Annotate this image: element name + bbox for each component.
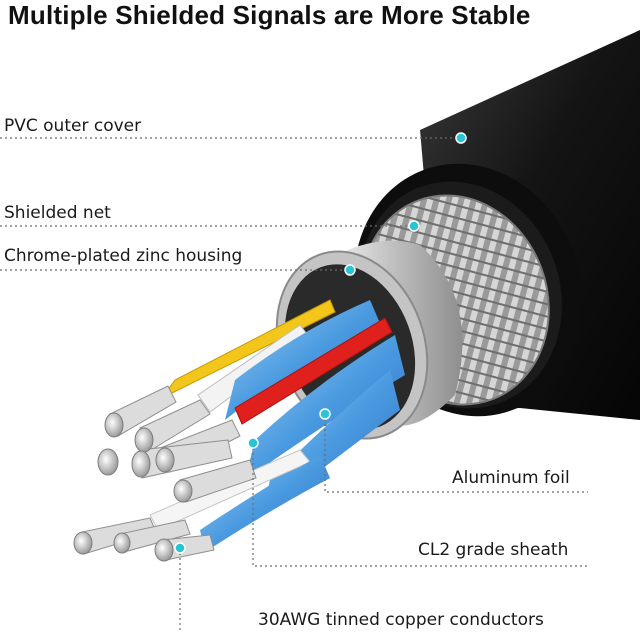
leader-lines: [0, 137, 588, 633]
inner-wires: [149, 299, 405, 552]
label-cl2-sheath: CL2 grade sheath: [418, 540, 569, 560]
label-shielded-net: Shielded net: [4, 203, 111, 223]
page-title: Multiple Shielded Signals are More Stabl…: [8, 0, 531, 30]
marker-dots: [174, 132, 467, 554]
label-copper-conductors: 30AWG tinned copper conductors: [258, 610, 544, 630]
copper-conductors: [73, 385, 257, 562]
label-pvc-outer-cover: PVC outer cover: [4, 116, 142, 136]
label-aluminum-foil: Aluminum foil: [452, 468, 570, 488]
label-chrome-housing: Chrome-plated zinc housing: [4, 246, 243, 266]
